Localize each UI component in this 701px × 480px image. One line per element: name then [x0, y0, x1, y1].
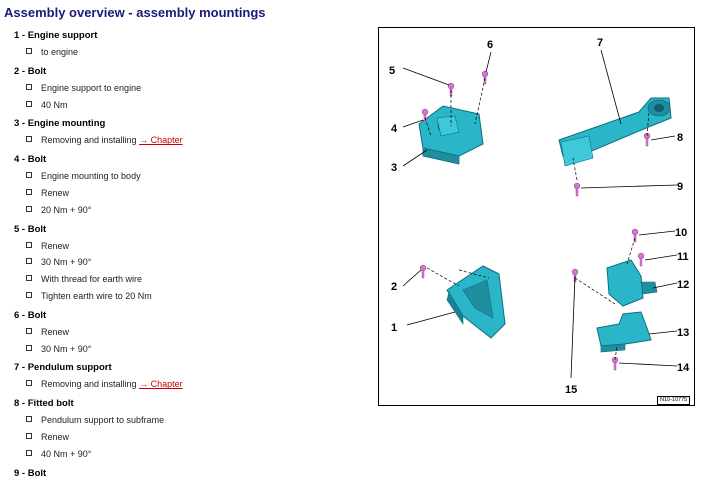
note-text: Renew [41, 432, 70, 442]
part-note: 40 Nm + 90° [26, 449, 91, 459]
note-text: Pendulum support to subframe [41, 415, 165, 426]
bullet-icon [26, 83, 32, 90]
note-text: Renew [41, 188, 70, 198]
bullet-icon [26, 189, 32, 195]
chapter-link[interactable]: → Chapter [139, 135, 183, 146]
part-note: 30 Nm + 90° [26, 257, 91, 267]
part-heading: 3 - Engine mounting [14, 118, 106, 130]
part-note: Renew [26, 188, 69, 198]
bolt-10-shape [631, 228, 639, 243]
bullet-icon [26, 258, 32, 265]
note-text: Removing and installing [41, 379, 137, 390]
note-text: Removing and installing [41, 135, 137, 146]
part-note: 30 Nm + 90° [26, 344, 91, 354]
callout-1: 1 [391, 322, 397, 334]
bolt-9-shape [573, 182, 581, 197]
bracket-12-part [606, 259, 658, 307]
part-heading: 8 - Fitted bolt [14, 398, 74, 410]
note-text: Engine mounting to body [41, 171, 141, 182]
part-heading: 4 - Bolt [14, 154, 47, 166]
note-text: Engine support to engine [41, 82, 142, 93]
bullet-icon [26, 433, 32, 439]
figure-id: N10-10775 [657, 396, 691, 405]
page-title: Assembly overview - assembly mountings [4, 5, 266, 20]
bullet-icon [26, 172, 32, 179]
callout-2: 2 [391, 281, 397, 293]
note-text: Renew [41, 240, 70, 251]
pendulum-support-part [558, 97, 672, 167]
part-note: Engine support to engine [26, 83, 141, 93]
callout-numbers: 1 2 3 4 5 6 7 8 9 10 11 12 13 14 15 [389, 37, 690, 396]
note-text: 30 Nm + 90° [41, 343, 92, 354]
callout-12: 12 [677, 279, 689, 291]
callout-5: 5 [389, 65, 395, 77]
note-text: Tighten earth wire to 20 Nm [41, 291, 152, 301]
note-text: Renew [41, 326, 70, 337]
part-note: to engine [26, 47, 78, 57]
bullet-icon [26, 327, 32, 334]
note-text: 20 Nm + 90° [41, 204, 92, 215]
engine-mounting-part [418, 105, 484, 165]
assembly-drawing: 1 2 3 4 5 6 7 8 9 10 11 12 13 14 15 [389, 37, 690, 396]
part-note: Removing and installing → Chapter [26, 379, 183, 389]
bracket-13-part [596, 311, 652, 353]
part-note: Engine mounting to body [26, 171, 141, 181]
part-heading: 7 - Pendulum support [14, 362, 112, 374]
assembly-figure: 1 2 3 4 5 6 7 8 9 10 11 12 13 14 15 N10-… [378, 27, 695, 406]
bullet-icon [26, 416, 32, 423]
part-note: Renew [26, 432, 69, 442]
callout-4: 4 [391, 123, 398, 135]
bullet-icon [26, 275, 32, 282]
bullet-icon [26, 100, 32, 107]
bullet-icon [26, 241, 32, 248]
callout-15: 15 [565, 384, 577, 396]
callout-3: 3 [391, 162, 397, 174]
callout-14: 14 [677, 362, 690, 374]
part-note: Renew [26, 241, 69, 251]
dashed-guides [424, 77, 650, 361]
part-note: With thread for earth wire [26, 274, 142, 284]
part-heading: 2 - Bolt [14, 65, 47, 77]
callout-6: 6 [487, 39, 493, 51]
bullet-icon [26, 292, 32, 298]
bullet-icon [26, 48, 32, 54]
callout-11: 11 [677, 251, 689, 263]
callout-7: 7 [597, 37, 603, 49]
bolt-6-shape [481, 70, 489, 85]
note-text: 40 Nm [41, 99, 68, 110]
bolt-5-shape [447, 82, 455, 97]
part-heading: 9 - Bolt [14, 467, 47, 479]
chapter-link[interactable]: → Chapter [139, 379, 183, 390]
part-note: Removing and installing → Chapter [26, 135, 183, 145]
callout-10: 10 [675, 227, 687, 239]
callout-8: 8 [677, 132, 683, 144]
part-heading: 1 - Engine support [14, 30, 98, 41]
leader-lines [402, 49, 678, 379]
part-note: Tighten earth wire to 20 Nm [26, 291, 152, 301]
callout-13: 13 [677, 327, 689, 339]
bullet-icon [26, 136, 32, 143]
bullet-icon [26, 344, 32, 351]
bullet-icon [26, 380, 32, 387]
part-note: 40 Nm [26, 100, 68, 110]
part-heading: 5 - Bolt [14, 223, 47, 235]
part-note: 20 Nm + 90° [26, 205, 91, 215]
part-note: Renew [26, 327, 69, 337]
note-text: 40 Nm + 90° [41, 448, 92, 459]
note-text: With thread for earth wire [41, 274, 143, 285]
bullet-icon [26, 449, 32, 456]
note-text: to engine [41, 47, 79, 57]
callout-9: 9 [677, 181, 683, 193]
bolt-11-shape [637, 252, 645, 267]
bullet-icon [26, 205, 32, 212]
bolt-2-shape [419, 264, 427, 279]
part-note: Pendulum support to subframe [26, 415, 164, 425]
engine-support-part [446, 265, 506, 339]
note-text: 30 Nm + 90° [41, 257, 92, 268]
part-heading: 6 - Bolt [14, 309, 47, 321]
